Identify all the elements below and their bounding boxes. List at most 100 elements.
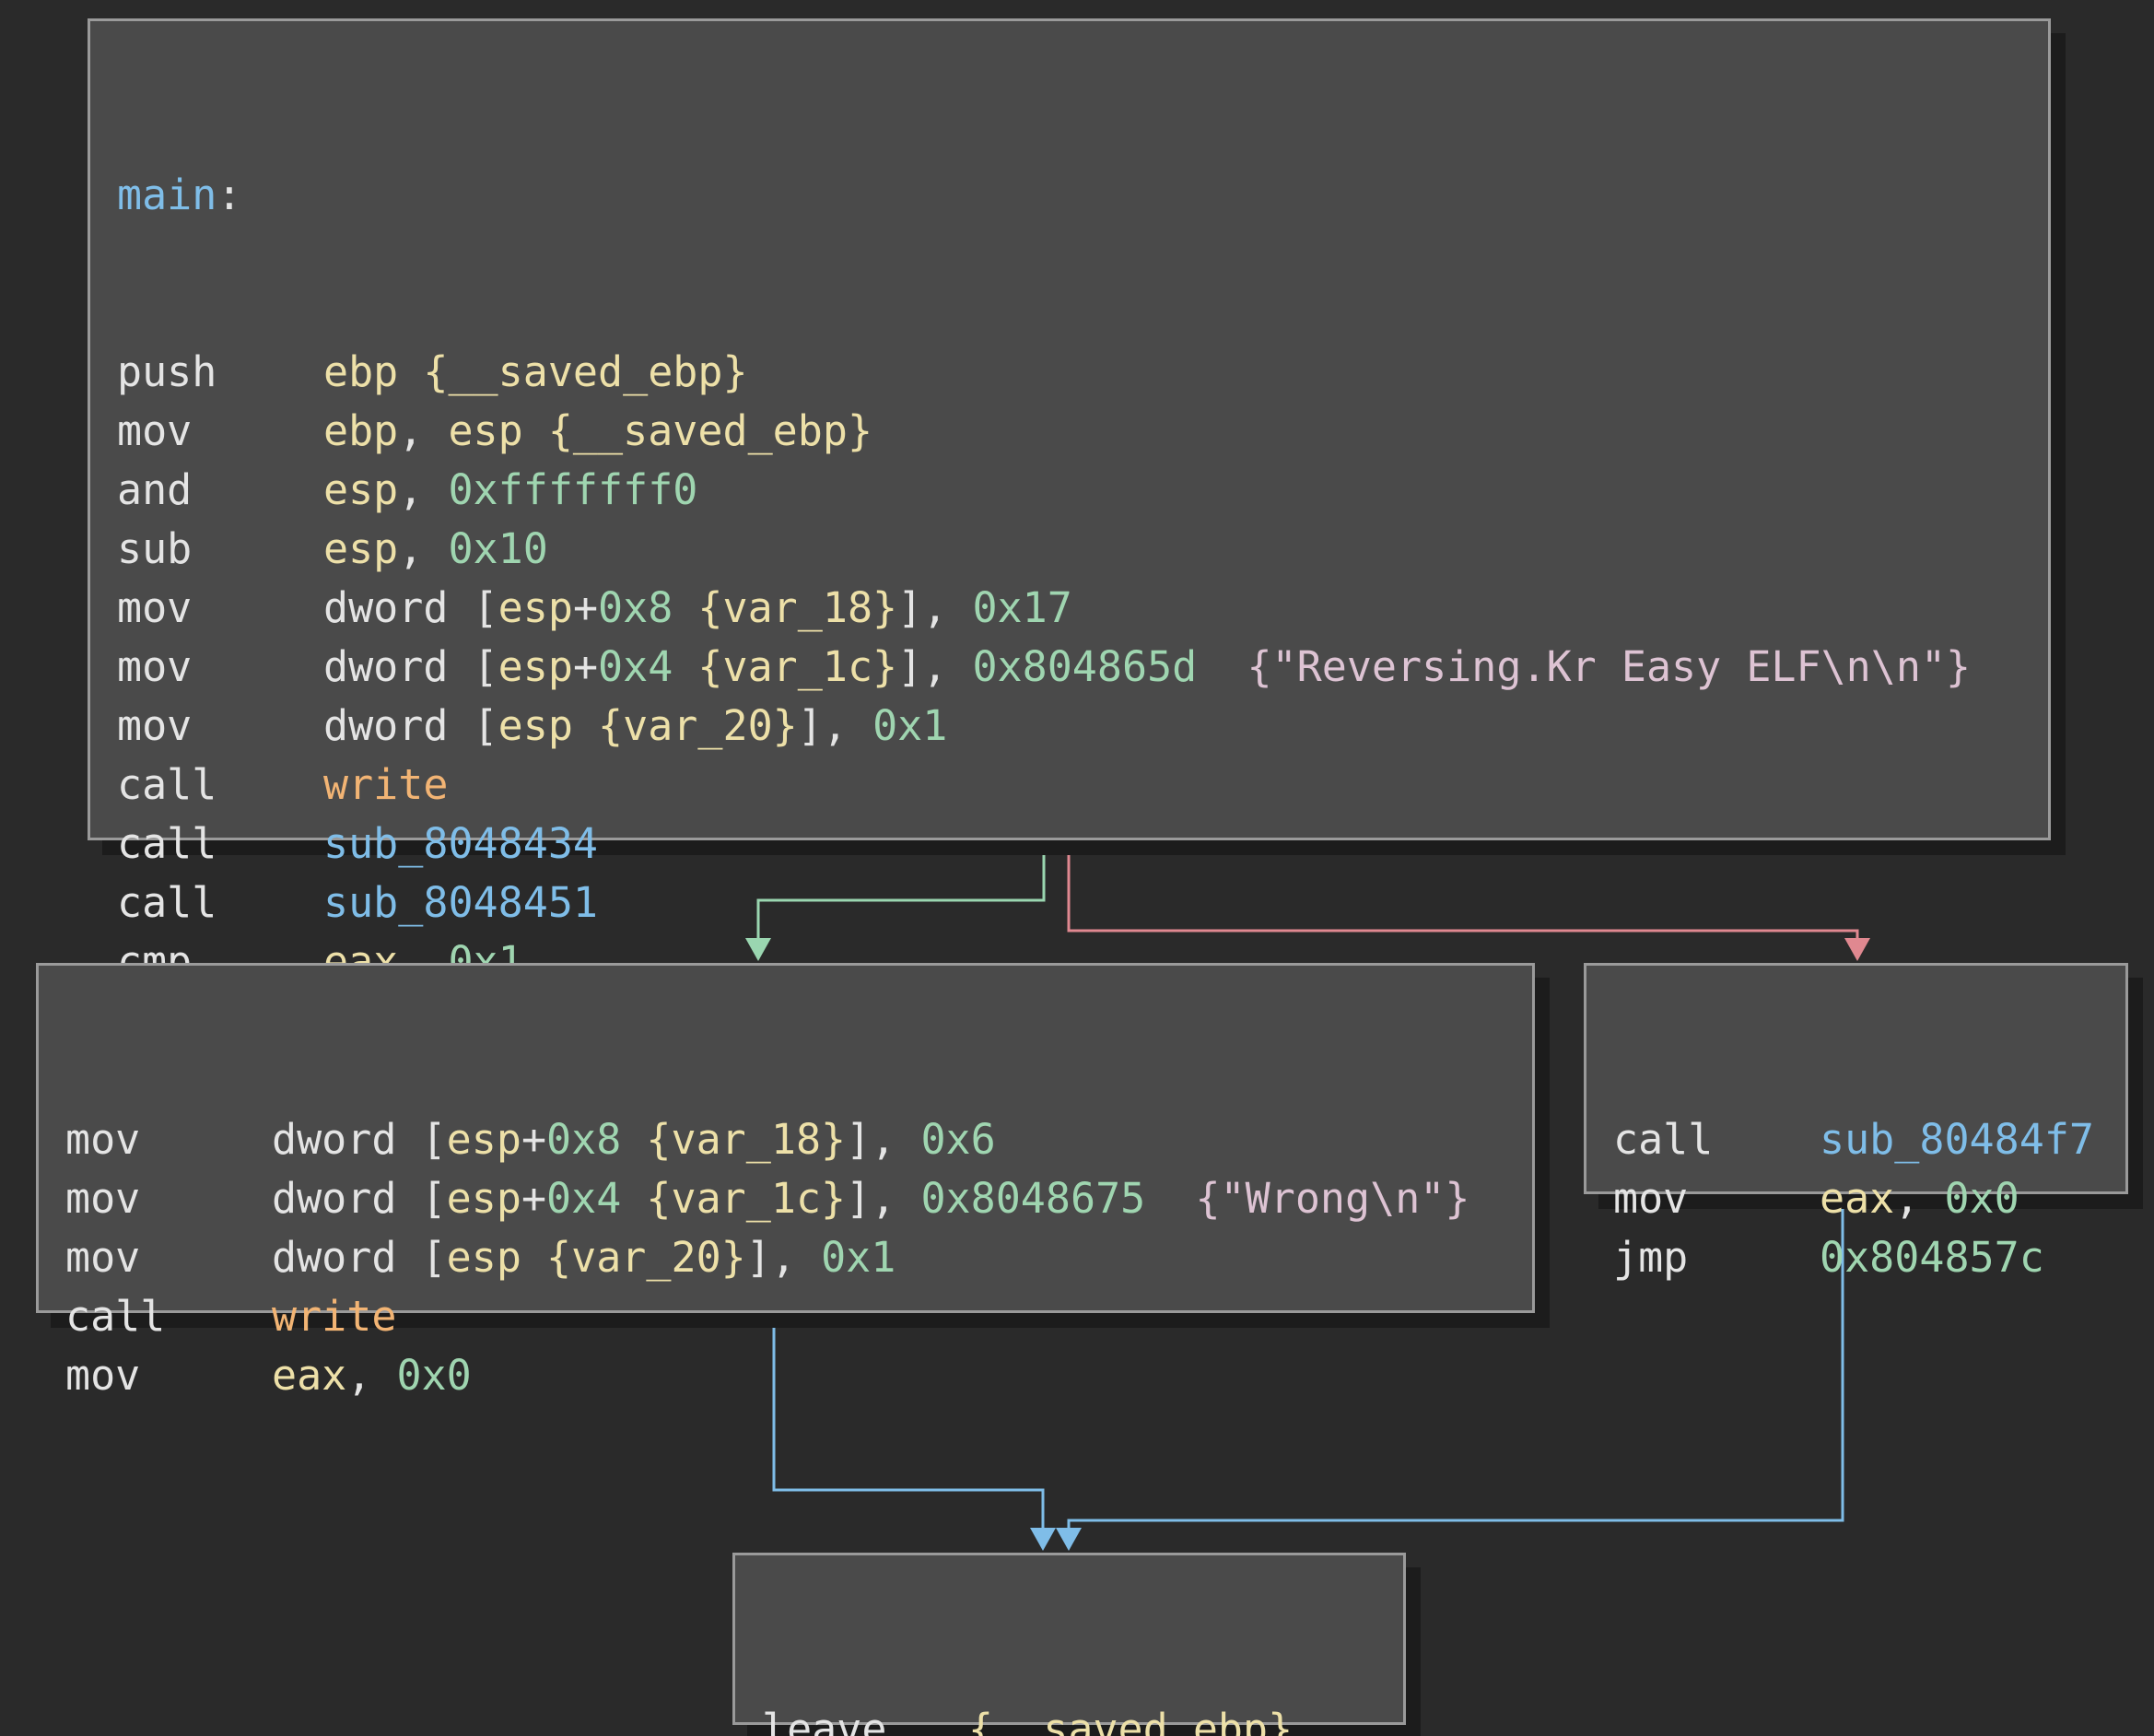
label-colon: : bbox=[217, 170, 242, 219]
operand-variable[interactable]: {var_18} bbox=[697, 583, 898, 632]
operand-immediate: 0x804857c bbox=[1820, 1233, 2044, 1282]
operand-variable[interactable]: {var_1c} bbox=[697, 642, 898, 691]
operand-punct: , bbox=[1894, 1174, 1945, 1223]
operand-function[interactable]: sub_80484f7 bbox=[1820, 1115, 2095, 1164]
operand-register[interactable]: esp bbox=[446, 1115, 521, 1164]
instruction-mnemonic: mov bbox=[65, 1351, 141, 1400]
function-name-label[interactable]: main bbox=[117, 170, 217, 219]
instruction-operands: dword [esp+0x4 {var_1c}], 0x8048675 {"Wr… bbox=[272, 1169, 1469, 1228]
operand-immediate: 0x1 bbox=[821, 1233, 896, 1282]
operand-register[interactable]: esp bbox=[446, 1233, 521, 1282]
operand-variable[interactable]: {var_20} bbox=[598, 701, 798, 750]
operand-punct: , bbox=[398, 406, 449, 455]
instruction-operands: write bbox=[272, 1287, 396, 1346]
operand-register[interactable]: eax bbox=[1820, 1174, 1895, 1223]
edge-success-arrowhead bbox=[1056, 1528, 1082, 1551]
instruction-operands: dword [esp+0x8 {var_18}], 0x17 bbox=[323, 579, 1072, 638]
operand-punct bbox=[523, 406, 548, 455]
operand-register[interactable]: esp bbox=[323, 465, 399, 514]
operand-punct bbox=[521, 1233, 546, 1282]
instruction-row[interactable]: call sub_80484f7 bbox=[1613, 1110, 2125, 1169]
instruction-mnemonic: mov bbox=[117, 583, 193, 632]
instruction-mnemonic: call bbox=[117, 878, 217, 927]
operand-punct bbox=[621, 1174, 646, 1223]
operand-punct: ], bbox=[897, 642, 973, 691]
operand-variable[interactable]: {var_1c} bbox=[646, 1174, 847, 1223]
operand-punct: + bbox=[521, 1115, 547, 1164]
operand-punct: dword [ bbox=[272, 1174, 447, 1223]
operand-register[interactable]: esp bbox=[323, 524, 399, 573]
operand-punct: dword [ bbox=[272, 1233, 447, 1282]
basic-block-return[interactable]: leave{__saved_ebp}retn{__return_addr} bbox=[732, 1553, 1406, 1736]
instruction-mnemonic: mov bbox=[65, 1233, 141, 1282]
instruction-row[interactable]: call write bbox=[117, 756, 2048, 815]
operand-register[interactable]: esp bbox=[498, 701, 573, 750]
instruction-mnemonic: mov bbox=[65, 1115, 141, 1164]
operand-immediate: 0x4 bbox=[546, 1174, 622, 1223]
operand-variable[interactable]: {__saved_ebp} bbox=[423, 347, 748, 396]
operand-function[interactable]: sub_8048451 bbox=[323, 878, 599, 927]
operand-punct bbox=[398, 347, 423, 396]
operand-punct: , bbox=[346, 1351, 397, 1400]
operand-punct: ], bbox=[897, 583, 973, 632]
instruction-row[interactable]: mov eax, 0x0 bbox=[1613, 1169, 2125, 1228]
operand-punct: dword [ bbox=[272, 1115, 447, 1164]
instruction-mnemonic: jmp bbox=[1613, 1233, 1689, 1282]
operand-immediate: 0x8 bbox=[598, 583, 673, 632]
instruction-operands: eax, 0x0 bbox=[1820, 1169, 2019, 1228]
operand-register[interactable]: esp bbox=[448, 406, 523, 455]
instruction-operands: esp, 0x10 bbox=[323, 520, 548, 579]
operand-variable[interactable]: {__saved_ebp} bbox=[547, 406, 873, 455]
instruction-mnemonic: call bbox=[117, 760, 217, 809]
instruction-mnemonic: mov bbox=[117, 701, 193, 750]
operand-punct: , bbox=[398, 524, 449, 573]
operand-punct: + bbox=[521, 1174, 547, 1223]
operand-register[interactable]: esp bbox=[446, 1174, 521, 1223]
instruction-row[interactable]: leave{__saved_ebp} bbox=[762, 1700, 1403, 1736]
instruction-row[interactable]: jmp 0x804857c bbox=[1613, 1228, 2125, 1287]
operand-variable[interactable]: {var_20} bbox=[546, 1233, 746, 1282]
instruction-operands: esp, 0xfffffff0 bbox=[323, 461, 697, 520]
operand-register[interactable]: ebp bbox=[323, 406, 399, 455]
instruction-mnemonic: call bbox=[1613, 1115, 1714, 1164]
function-label-row: main: bbox=[117, 166, 2048, 225]
operand-function[interactable]: sub_8048434 bbox=[323, 819, 599, 868]
instruction-mnemonic: call bbox=[117, 819, 217, 868]
instruction-operands: 0x804857c bbox=[1820, 1228, 2044, 1287]
operand-import[interactable]: write bbox=[272, 1292, 397, 1341]
instruction-row[interactable]: mov dword [esp+0x8 {var_18}], 0x17 bbox=[117, 579, 2048, 638]
instruction-row[interactable]: call sub_8048451 bbox=[117, 874, 2048, 933]
operand-register[interactable]: eax bbox=[272, 1351, 347, 1400]
operand-immediate: 0x10 bbox=[448, 524, 548, 573]
instruction-row[interactable]: call sub_8048434 bbox=[117, 815, 2048, 874]
operand-register[interactable]: ebp bbox=[323, 347, 399, 396]
instruction-list: leave{__saved_ebp}retn{__return_addr} bbox=[762, 1700, 1403, 1736]
operand-register[interactable]: esp bbox=[498, 583, 573, 632]
operand-register[interactable]: esp bbox=[498, 642, 573, 691]
operand-punct: + bbox=[572, 642, 599, 691]
operand-variable[interactable]: {var_18} bbox=[646, 1115, 847, 1164]
instruction-mnemonic: mov bbox=[117, 642, 193, 691]
operand-variable[interactable]: {__saved_ebp} bbox=[968, 1705, 1294, 1736]
instruction-mnemonic: mov bbox=[1613, 1174, 1689, 1223]
instruction-operands: ebp, esp {__saved_ebp} bbox=[323, 402, 872, 461]
operand-immediate: 0x17 bbox=[972, 583, 1072, 632]
operand-import[interactable]: write bbox=[323, 760, 449, 809]
